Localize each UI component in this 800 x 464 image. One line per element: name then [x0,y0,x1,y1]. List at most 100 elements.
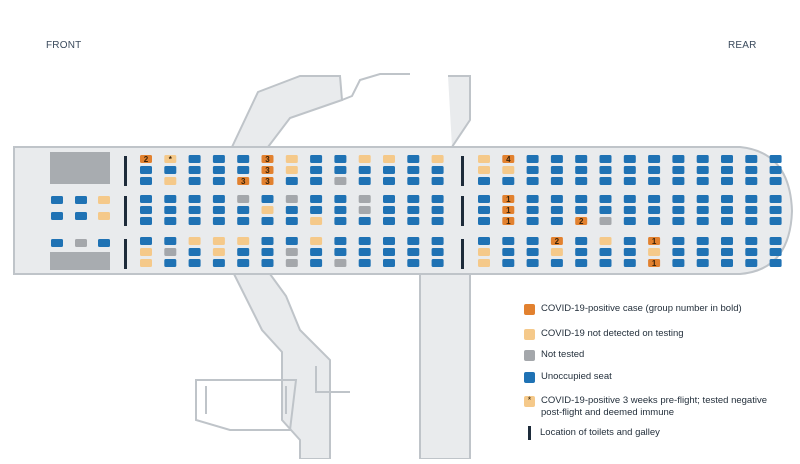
seat [623,166,636,174]
lower-wing-root [419,274,471,460]
seat [478,177,490,185]
seat [478,166,490,174]
seat [526,206,539,214]
upper-wing-flap [300,73,410,101]
seat [550,195,563,203]
seat [599,248,612,256]
legend-item-positive: COVID-19-positive case (group number in … [524,303,771,315]
seat-group-number: 2 [579,217,584,226]
seat [745,259,758,267]
seat [696,248,709,256]
seat [98,239,110,247]
seat [526,195,539,203]
galley-marker [461,156,464,186]
legend-swatch-not-detected [524,329,535,340]
seat [310,177,323,185]
seat-group-number: 1 [506,195,511,204]
seat [745,177,758,185]
seat [358,217,371,225]
seat [769,217,782,225]
seat [261,248,274,256]
seat [383,217,395,225]
legend-item-unoccupied: Unoccupied seat [524,371,771,383]
seat [237,166,250,174]
seat [745,237,758,245]
seat [672,155,685,163]
seat [334,155,347,163]
seat [696,195,709,203]
seat [431,217,444,225]
seat [383,259,395,267]
legend-label: COVID-19-positive case (group number in … [541,303,742,314]
seat [478,155,490,163]
seat [526,155,539,163]
seat [623,155,636,163]
seat [599,155,612,163]
seat [334,248,347,256]
legend-item-galley: Location of toilets and galley [524,426,770,440]
seat [358,206,371,214]
seat [745,195,758,203]
seat [526,259,539,267]
seat [648,155,661,163]
seat-group-number: 3 [265,166,270,175]
seat [502,155,515,163]
seat [431,177,444,185]
seat [721,237,733,245]
seat [140,217,152,225]
seat [261,177,274,185]
seat [526,248,539,256]
seat [769,177,782,185]
seat [310,155,323,163]
seat [75,212,87,220]
galley-marker [124,196,127,226]
galley-marker [461,239,464,269]
seat [672,217,685,225]
seat [140,195,152,203]
seat [431,155,444,163]
seat [502,259,515,267]
seat [769,206,782,214]
seat-group-number: 4 [506,155,511,164]
legend-swatch-not-tested [524,350,535,361]
seat [140,259,152,267]
upper-wing-root [448,75,471,148]
seat [575,195,588,203]
seat [745,155,758,163]
seat [769,248,782,256]
seat [599,217,612,225]
seat [696,166,709,174]
seat [431,259,444,267]
seat [164,206,177,214]
seat [478,195,490,203]
seat [407,177,420,185]
legend-swatch-immune: * [524,395,535,407]
seat [51,212,63,220]
seat [140,155,152,163]
seat [672,166,685,174]
seat [648,177,661,185]
seat [745,166,758,174]
seat [599,206,612,214]
seat [696,259,709,267]
seat [502,206,515,214]
seat [51,239,63,247]
seat [285,248,298,256]
seat [383,248,395,256]
seat [745,217,758,225]
seat [334,206,347,214]
seat [261,195,274,203]
seat [285,237,298,245]
seat [51,196,63,204]
seat [212,259,225,267]
seat [285,155,298,163]
seat-group-number: 2 [555,237,560,246]
front-label: FRONT [46,40,82,51]
seat [599,259,612,267]
legend-item-not-tested: Not tested [524,349,771,361]
seat [334,259,347,267]
seat [769,237,782,245]
seat [188,166,201,174]
seat [575,237,588,245]
